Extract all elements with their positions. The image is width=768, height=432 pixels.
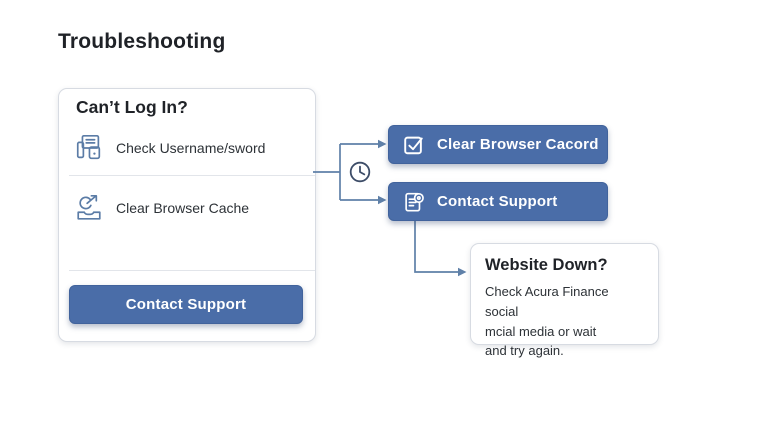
devices-document-icon <box>76 134 101 160</box>
divider <box>69 175 315 176</box>
button-label: Contact Support <box>125 296 247 313</box>
list-item-check-username: Check Username/sword <box>74 129 265 167</box>
checkbox-checked-icon <box>404 136 423 155</box>
login-card: Can’t Log In? Check Username/sword <box>58 88 316 342</box>
website-down-card: Website Down? Check Acura Finance social… <box>470 243 659 358</box>
divider <box>69 270 315 271</box>
button-label: Clear Browser Cacord <box>437 136 599 153</box>
button-label: Contact Support <box>437 193 558 210</box>
clear-browser-record-button[interactable]: Clear Browser Cacord <box>388 125 608 164</box>
list-item-clear-cache: Clear Browser Cache <box>74 187 249 229</box>
body-line: and try again. <box>485 343 564 359</box>
contact-support-action-button[interactable]: Contact Support <box>388 182 608 221</box>
website-card-body: Check Acura Finance social mcial media o… <box>485 282 644 361</box>
document-info-icon <box>405 192 424 212</box>
arrowhead-icons <box>378 139 467 277</box>
login-card-heading: Can’t Log In? <box>76 97 188 117</box>
list-item-label: Check Username/sword <box>116 140 266 156</box>
website-card-heading: Website Down? <box>485 256 608 274</box>
share-tray-icon <box>77 194 101 220</box>
page-title: Troubleshooting <box>58 30 226 53</box>
clock-icon <box>349 161 371 183</box>
body-line: mcial media or wait <box>485 323 597 339</box>
body-line: Check Acura Finance social <box>485 284 609 319</box>
contact-support-button[interactable]: Contact Support <box>69 285 303 324</box>
flow-connectors <box>313 139 467 277</box>
list-item-label: Clear Browser Cache <box>116 200 250 216</box>
